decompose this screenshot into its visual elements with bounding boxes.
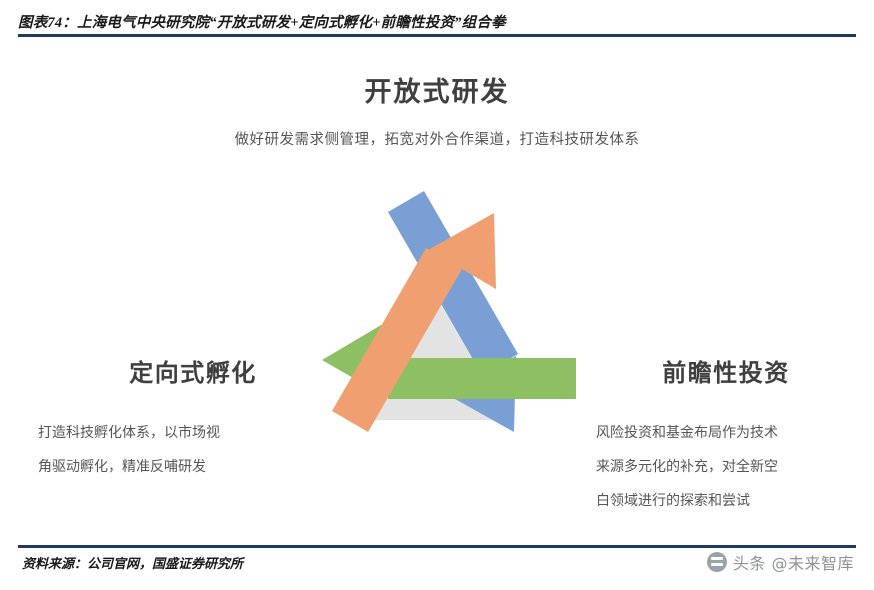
right-node-description: 风险投资和基金布局作为技术 来源多元化的补充，对全新空 白领域进行的探索和尝试	[596, 416, 851, 518]
right-node-description-line2: 来源多元化的补充，对全新空	[596, 459, 778, 475]
top-node-description: 做好研发需求侧管理，拓宽对外合作渠道，打造科技研发体系	[234, 132, 640, 148]
cycle-diagram: 开放式研发 做好研发需求侧管理，拓宽对外合作渠道，打造科技研发体系 定向式孵化 …	[18, 40, 856, 540]
right-node-description-line1: 风险投资和基金布局作为技术	[596, 425, 778, 441]
watermark: 头条 @未来智库	[706, 550, 854, 574]
figure-header: 图表74：上海电气中央研究院“开放式研发+定向式孵化+前瞻性投资”组合拳	[18, 8, 856, 34]
right-node-description-line3: 白领域进行的探索和尝试	[596, 493, 750, 509]
left-node-description-line1: 打造科技孵化体系，以市场视	[38, 425, 220, 441]
footer-divider	[18, 545, 856, 548]
source-note: 资料来源：公司官网，国盛证券研究所	[22, 556, 244, 571]
watermark-text: 头条 @未来智库	[732, 554, 854, 573]
left-node-description: 打造科技孵化体系，以市场视 角驱动孵化，精准反哺研发	[38, 416, 288, 484]
left-node-description-line2: 角驱动孵化，精准反哺研发	[38, 459, 206, 475]
top-node-title: 开放式研发	[364, 77, 510, 108]
toutiao-logo-icon	[706, 552, 727, 572]
left-node-title: 定向式孵化	[129, 359, 257, 387]
cycle-arrows-graphic	[322, 191, 576, 432]
figure-title: 图表74：上海电气中央研究院“开放式研发+定向式孵化+前瞻性投资”组合拳	[18, 14, 506, 31]
header-divider	[18, 34, 856, 37]
right-node-title: 前瞻性投资	[662, 359, 790, 387]
left-arrow-orange	[332, 213, 496, 432]
